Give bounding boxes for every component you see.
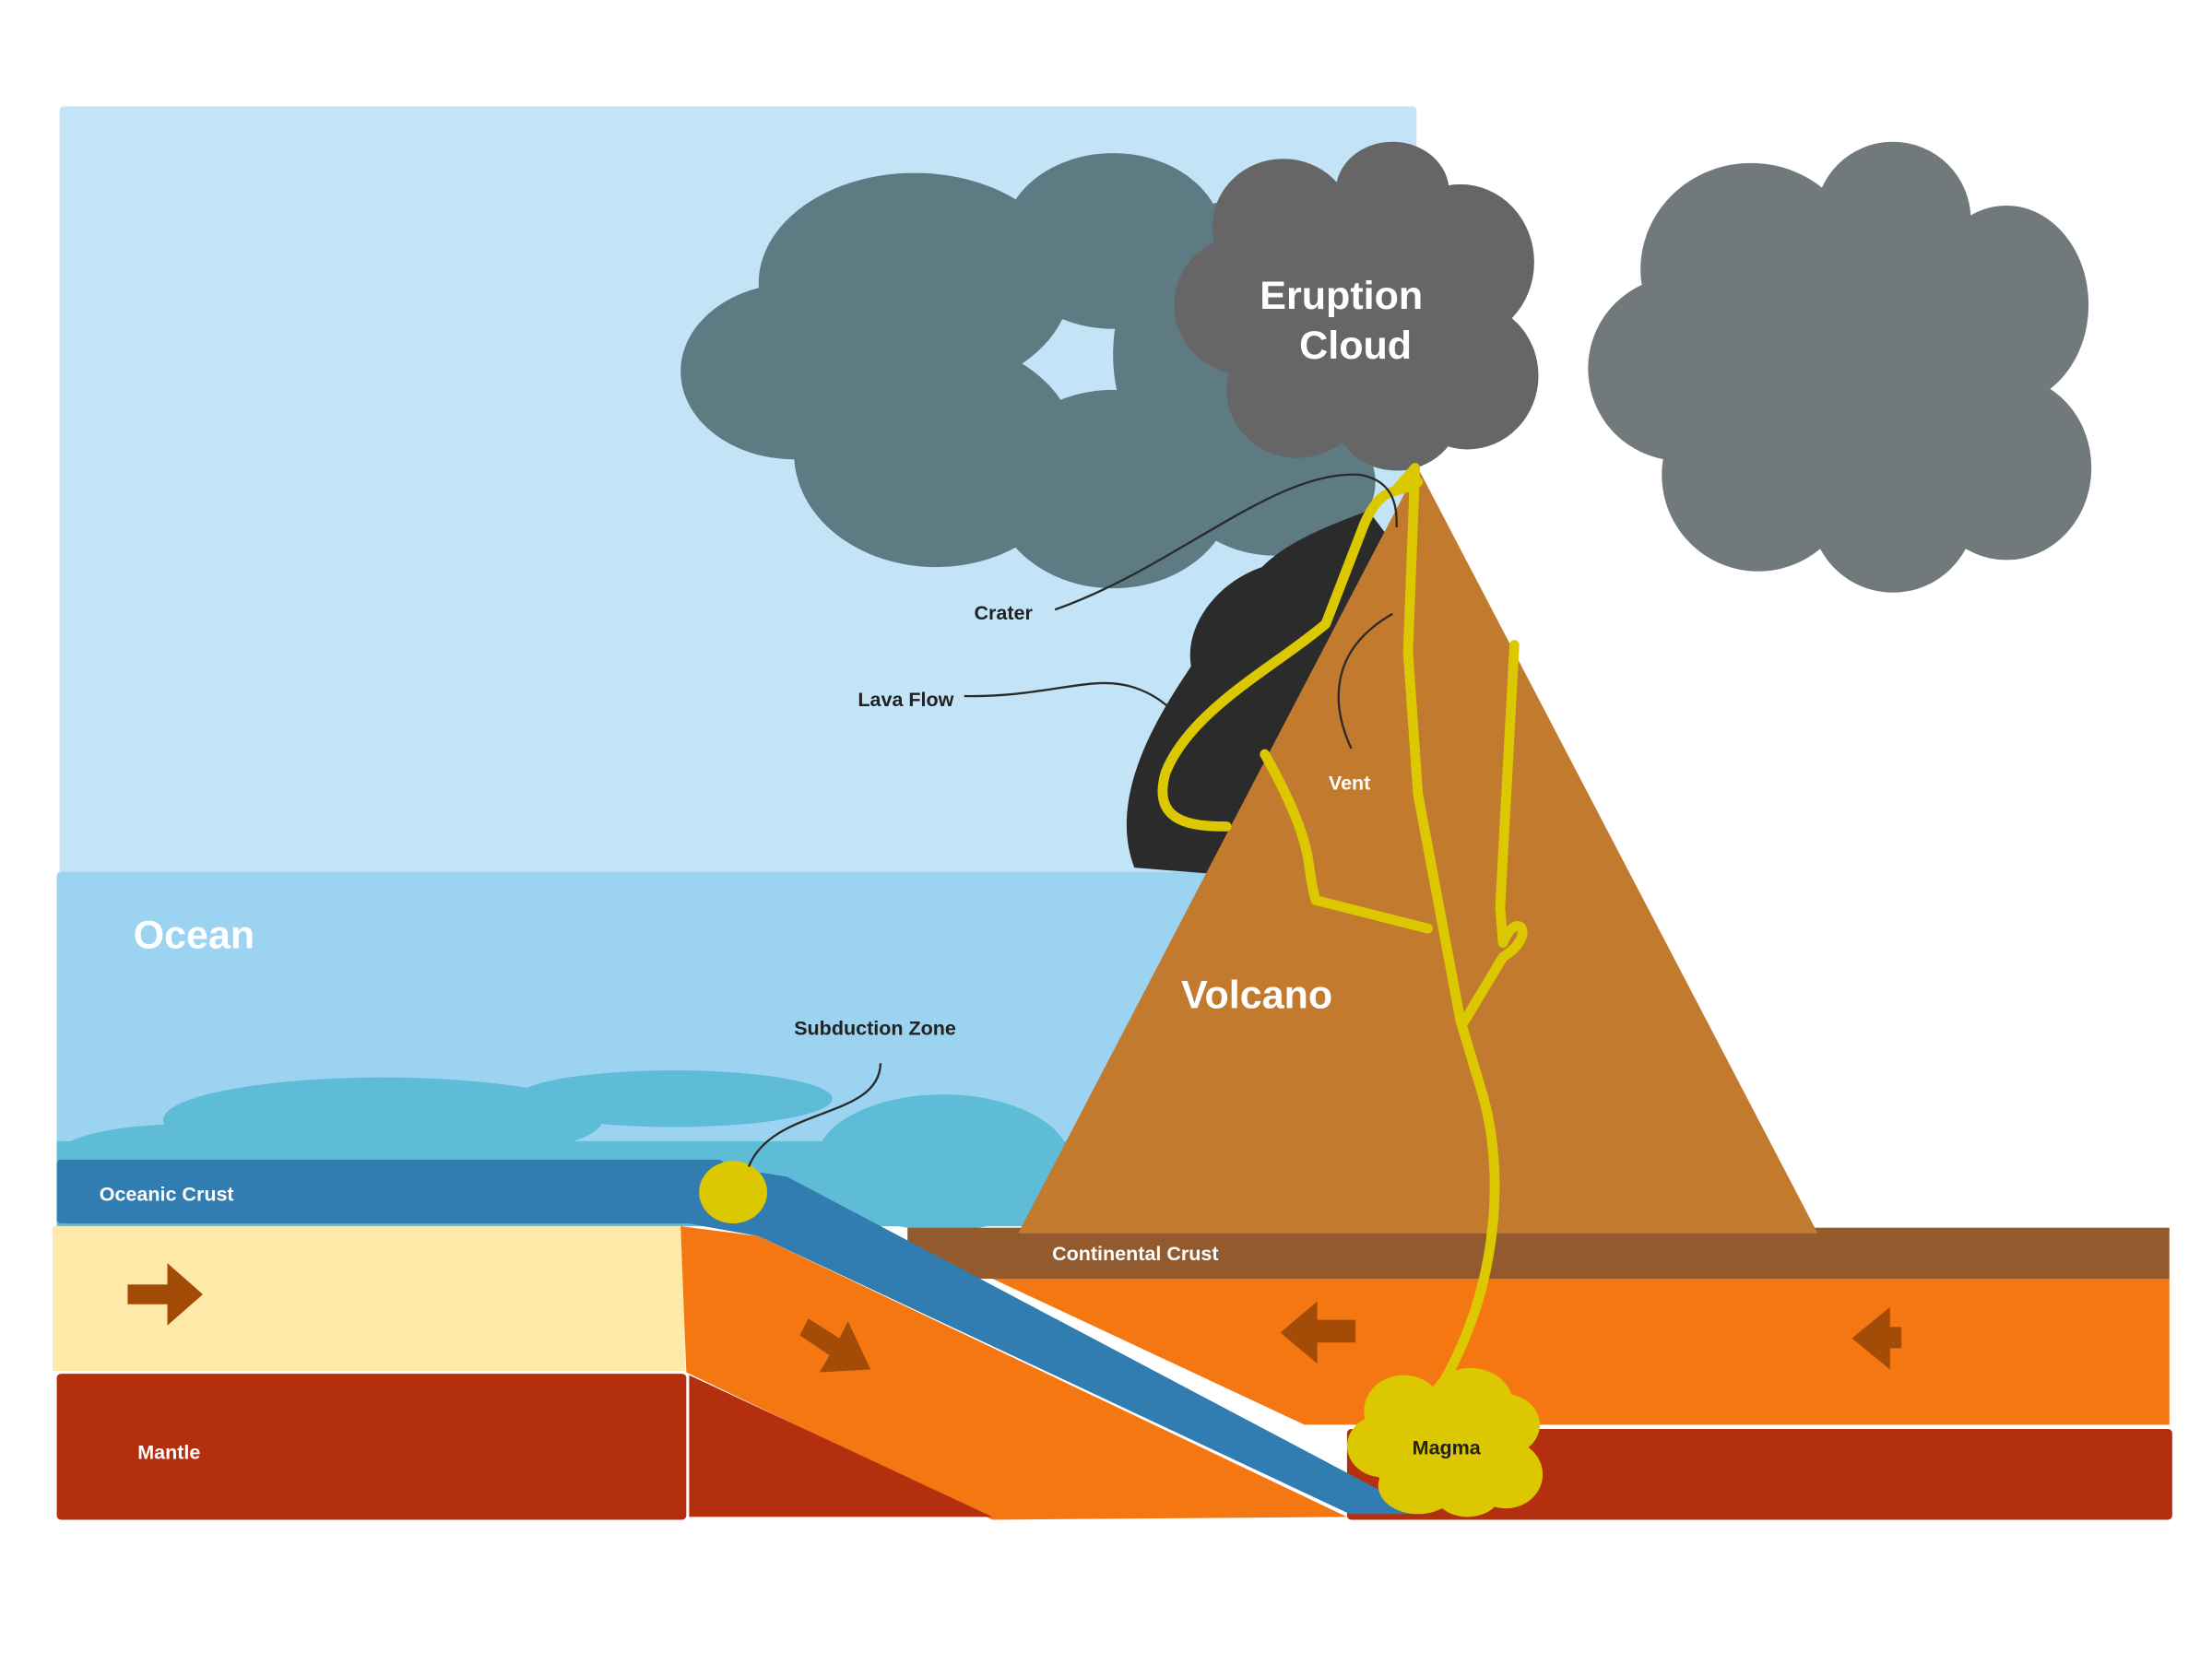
plate-motion-arrows [127, 1263, 1902, 1373]
magma-label: Magma [1413, 1437, 1482, 1459]
asthenosphere-wedge [680, 1226, 1347, 1520]
volcano [1018, 467, 1818, 1234]
magma-chamber [1346, 1367, 1544, 1517]
subducting-slab [680, 1159, 1425, 1515]
mantle-label: Mantle [137, 1441, 200, 1463]
ocean-label: Ocean [134, 914, 255, 958]
oceanic-crust-label: Oceanic Crust [100, 1183, 234, 1205]
subduction-zone-label: Subduction Zone [794, 1018, 956, 1040]
subduction-point [699, 1161, 767, 1224]
magma-conduits [1157, 463, 1528, 1387]
oceanic-crust [56, 1159, 724, 1224]
storm-cloud-right [1588, 141, 2092, 593]
mantle-right [1346, 1429, 2172, 1520]
continental-crust [907, 1227, 2170, 1280]
volcano-label: Volcano [1181, 973, 1332, 1017]
eruption-cloud-label-line2: Cloud [1299, 324, 1412, 368]
asthenosphere-right [992, 1279, 2170, 1425]
arrow-left-icon [1851, 1306, 1902, 1370]
lava-flow [1126, 510, 1390, 880]
eruption-cloud-label: Eruption [1260, 274, 1423, 318]
arrow-left-icon [1280, 1301, 1356, 1364]
continental-crust-label: Continental Crust [1052, 1243, 1219, 1265]
mantle-left [56, 1374, 687, 1520]
callout-lines [747, 473, 1398, 1167]
lava-flow-label: Lava Flow [858, 689, 953, 711]
arrow-down-right-icon [799, 1318, 871, 1373]
arrow-right-icon [127, 1263, 203, 1326]
vent-label: Vent [1329, 773, 1370, 795]
crater-label: Crater [974, 602, 1033, 624]
eruption-cloud [1174, 141, 1539, 471]
